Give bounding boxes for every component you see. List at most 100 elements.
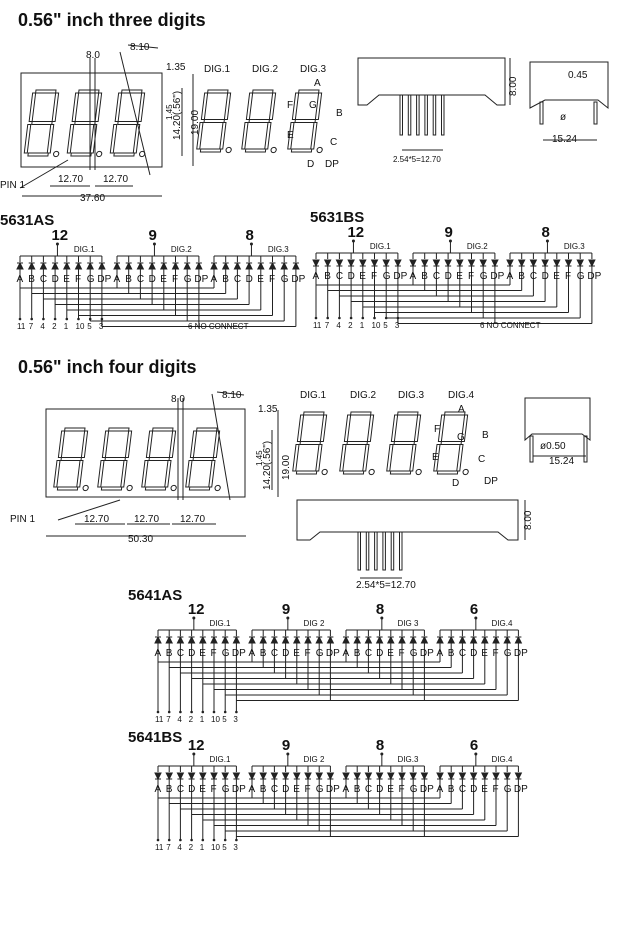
segment-e bbox=[339, 444, 347, 472]
pin-number-11: 11 bbox=[155, 843, 164, 852]
led-diode-icon bbox=[492, 772, 500, 781]
segment-a bbox=[78, 89, 100, 94]
segment-d bbox=[389, 470, 412, 475]
segment-e bbox=[196, 122, 204, 150]
dim4-gap: 1.35 bbox=[258, 404, 278, 415]
segment-letter: B bbox=[421, 271, 428, 282]
segment-b bbox=[94, 92, 103, 122]
pin-number-7: 7 bbox=[166, 715, 171, 724]
segment-letter: DP bbox=[326, 648, 340, 659]
led-diode-icon bbox=[353, 635, 362, 644]
common-pin-dot bbox=[448, 239, 452, 243]
section-title-four-digits: 0.56" inch four digits bbox=[18, 357, 197, 377]
segment-g bbox=[192, 457, 214, 461]
segment-letter: E bbox=[293, 648, 300, 659]
pin-number-5: 5 bbox=[87, 322, 92, 331]
led-diode-icon bbox=[444, 259, 452, 268]
segment-a bbox=[298, 89, 320, 94]
dim-slant: 8.10 bbox=[130, 42, 150, 53]
common-pin-12: 12 bbox=[51, 227, 68, 244]
led-diode-icon bbox=[268, 261, 277, 270]
wire bbox=[119, 51, 151, 176]
end-view-body bbox=[529, 61, 609, 110]
segment-d bbox=[144, 486, 167, 491]
pin-dot bbox=[190, 710, 193, 714]
segment-letter: G bbox=[480, 271, 488, 282]
segment-letter: E bbox=[199, 784, 206, 795]
led-diode-icon bbox=[312, 259, 320, 268]
side-pin-4 bbox=[357, 531, 361, 571]
segment-e bbox=[141, 460, 149, 488]
digit-3 bbox=[287, 89, 323, 154]
dim-pitch-2: 12.70 bbox=[103, 174, 128, 185]
segment-letter: D bbox=[376, 784, 383, 795]
no-connect-note: 6 NO CONNECT bbox=[480, 321, 541, 330]
led-diode-icon bbox=[210, 635, 218, 644]
segment-c bbox=[208, 460, 216, 488]
front-digit-2 bbox=[66, 89, 103, 158]
segment-b bbox=[413, 414, 422, 442]
segment-e bbox=[66, 124, 75, 154]
pin-dot bbox=[212, 838, 216, 842]
segment-letter: E bbox=[481, 784, 488, 795]
segment-letter: C bbox=[459, 648, 466, 659]
pin-dot bbox=[156, 710, 160, 714]
group-label-4: DIG.4 bbox=[492, 619, 513, 628]
led-diode-icon bbox=[326, 635, 335, 644]
side-pin-4 bbox=[390, 531, 395, 571]
digit4-label-2: DIG.2 bbox=[350, 390, 377, 401]
digit-label-3: DIG.3 bbox=[300, 64, 327, 75]
digit-1 bbox=[196, 89, 232, 154]
section-title-three-digits: 0.56" inch three digits bbox=[18, 10, 206, 30]
led-diode-icon bbox=[256, 261, 265, 270]
segment-e bbox=[23, 124, 32, 154]
led-diode-icon bbox=[398, 635, 406, 644]
common-pin-dot bbox=[152, 242, 156, 246]
segment-letter: B bbox=[166, 784, 173, 795]
dim-gap: 1.35 bbox=[166, 62, 186, 73]
segment-c bbox=[89, 124, 98, 154]
pin-dot bbox=[179, 838, 182, 842]
pin-number-3: 3 bbox=[395, 321, 400, 330]
segment-letter: F bbox=[305, 648, 311, 659]
dim4-slant: 8.10 bbox=[222, 390, 242, 401]
segment-dp bbox=[462, 468, 469, 476]
led-diode-icon bbox=[342, 635, 350, 644]
segment-e bbox=[53, 460, 61, 488]
led-diode-icon bbox=[375, 772, 384, 781]
led-diode-icon bbox=[292, 261, 300, 270]
led-diode-icon bbox=[409, 259, 417, 268]
led-diode-icon bbox=[210, 772, 218, 781]
led-diode-icon bbox=[281, 772, 290, 781]
pin-number-4: 4 bbox=[177, 715, 182, 724]
pin-dot bbox=[42, 317, 45, 321]
segment-b bbox=[223, 92, 232, 120]
pin-dot bbox=[179, 710, 182, 714]
pin-number-11: 11 bbox=[155, 715, 164, 724]
segment-letter: G bbox=[504, 784, 512, 795]
common-pin-9: 9 bbox=[444, 224, 452, 241]
segment-letter: F bbox=[399, 648, 405, 659]
segment-letter: C bbox=[40, 274, 47, 285]
segment-letter: C bbox=[433, 271, 440, 282]
common-pin-dot bbox=[545, 239, 549, 243]
common-pin-dot bbox=[380, 616, 384, 620]
led-diode-icon bbox=[386, 772, 395, 781]
led-diode-icon bbox=[113, 261, 121, 270]
segment-letter: C bbox=[234, 274, 241, 285]
segment-a bbox=[350, 411, 372, 416]
common-pin-6: 6 bbox=[470, 737, 478, 754]
segment-letter: F bbox=[493, 648, 499, 659]
led-diode-icon bbox=[51, 261, 59, 270]
led-diode-icon bbox=[62, 261, 71, 270]
segment-f bbox=[114, 92, 123, 122]
led-diode-icon bbox=[541, 259, 549, 268]
segment-c bbox=[409, 444, 417, 472]
segment-a bbox=[121, 89, 143, 94]
led-diode-icon bbox=[386, 635, 395, 644]
led-diode-icon bbox=[479, 259, 488, 268]
common-pin-dot bbox=[474, 752, 478, 756]
side-pin bbox=[424, 94, 428, 136]
segment-f bbox=[101, 430, 110, 458]
segment-letter: C bbox=[271, 648, 278, 659]
